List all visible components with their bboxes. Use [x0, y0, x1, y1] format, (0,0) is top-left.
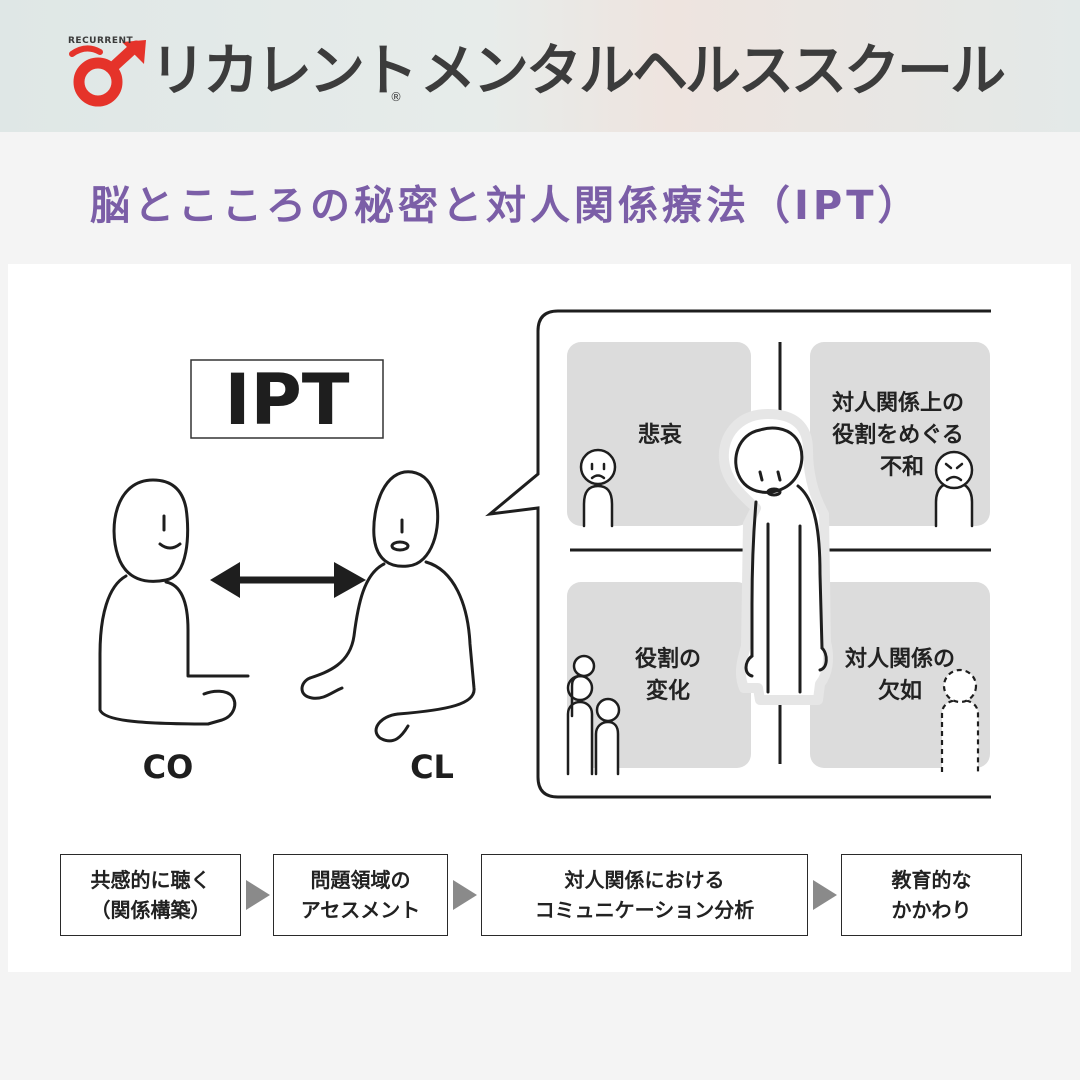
- counselor-label: CO: [143, 748, 194, 786]
- step-3-line-1: 対人関係における: [564, 868, 725, 892]
- step-empathic-listening: 共感的に聴く （関係構築）: [60, 854, 241, 936]
- absent-person-icon: [940, 668, 980, 772]
- group-people-icon: [566, 654, 621, 776]
- step-arrow-icon: [453, 880, 477, 910]
- step-3-line-2: コミュニケーション分析: [534, 898, 755, 922]
- client-figure: [300, 470, 476, 743]
- male-symbol-icon: [69, 40, 146, 107]
- ipt-diagram: IPT: [98, 309, 991, 799]
- double-arrow-icon: [210, 562, 366, 598]
- step-2-line-2: アセスメント: [300, 898, 421, 922]
- quadrant-label-role-transition-1: 役割の: [635, 646, 701, 672]
- client-label: CL: [410, 748, 454, 786]
- brand-logo-icon: RECURRENT: [66, 36, 150, 108]
- ipt-label: IPT: [224, 359, 349, 441]
- step-1-line-2: （関係構築）: [90, 898, 211, 922]
- quadrant-label-role-dispute-2: 役割をめぐる: [832, 422, 964, 448]
- speech-bubble: [485, 309, 991, 799]
- brand-name: リカレント: [150, 39, 418, 104]
- quadrant-label-role-dispute-3: 不和: [880, 455, 924, 480]
- troubled-person-figure: [718, 409, 833, 705]
- quadrant-label-deficits-2: 欠如: [878, 678, 922, 704]
- quadrant-label-grief: 悲哀: [638, 422, 683, 448]
- quadrant-role-transition: [567, 582, 751, 768]
- counselor-figure: [98, 478, 250, 726]
- step-communication-analysis: 対人関係における コミュニケーション分析: [481, 854, 808, 936]
- header-banner: RECURRENT リカレント ® メンタルヘルススクール: [0, 0, 1080, 132]
- ipt-box: [190, 359, 384, 439]
- frown-person-icon: [934, 450, 974, 528]
- school-name: メンタルヘルススクール: [420, 39, 1006, 104]
- step-problem-assessment: 問題領域の アセスメント: [273, 854, 448, 936]
- registered-mark: ®: [390, 90, 402, 104]
- step-arrow-icon: [246, 880, 270, 910]
- quadrant-grief: [567, 342, 751, 526]
- quadrant-label-deficits-1: 対人関係の: [845, 647, 955, 672]
- step-4-line-1: 教育的な: [891, 868, 972, 892]
- step-educational-engagement: 教育的な かかわり: [841, 854, 1022, 936]
- page-title: 脳とこころの秘密と対人関係療法（IPT）: [90, 183, 922, 229]
- step-1-line-1: 共感的に聴く: [90, 868, 211, 892]
- brand-small-text: RECURRENT: [68, 36, 134, 46]
- quadrant-label-role-dispute-1: 対人関係上の: [832, 391, 964, 416]
- step-2-line-1: 問題領域の: [310, 868, 411, 892]
- step-4-line-2: かかわり: [891, 898, 972, 922]
- quadrant-label-role-transition-2: 変化: [646, 678, 690, 704]
- step-arrow-icon: [813, 880, 837, 910]
- sad-person-icon: [579, 448, 617, 528]
